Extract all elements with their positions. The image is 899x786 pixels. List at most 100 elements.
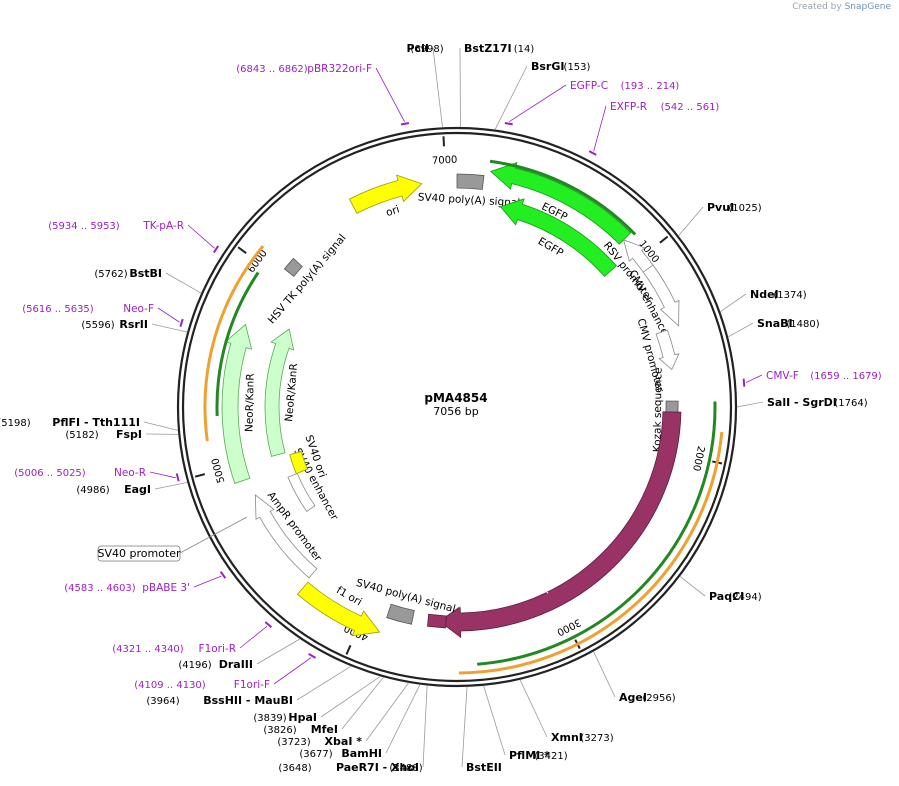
site-position: (153) — [564, 62, 591, 73]
primer-name: Neo-F — [123, 303, 154, 315]
tick-label-5000: 5000 — [210, 457, 227, 484]
site-leader — [593, 651, 616, 698]
feature-label: SV40 NLS — [413, 594, 465, 611]
site-position: (3723) — [277, 737, 310, 748]
feature-ampr-promoter: AmpR promoter — [254, 489, 324, 579]
site-position: (3421) — [534, 751, 567, 762]
primer-leader — [149, 471, 176, 479]
feature-arc — [456, 173, 485, 190]
feature-arc — [254, 494, 318, 579]
site-name: PflMI * — [509, 749, 550, 762]
site-bsteii: BstEII(3488) — [389, 686, 502, 774]
site-name: FspI — [116, 428, 142, 441]
site-name: XbaI * — [325, 735, 363, 748]
site-hpai: HpaI(3839) — [253, 676, 381, 724]
site-leader — [151, 323, 188, 333]
snapgene-logo-text: SnapGene — [844, 2, 891, 12]
site-name: BsrGI — [531, 60, 564, 73]
site-position: (3826) — [263, 725, 296, 736]
feature-arc — [438, 411, 682, 639]
primer-range: (1659 .. 1679) — [810, 371, 882, 382]
site-mfei: MfeI(3826) — [263, 676, 384, 736]
snapgene-credit: Created by SnapGene — [792, 2, 891, 12]
site-position: (6998) — [410, 44, 443, 55]
primer-mark — [213, 245, 220, 254]
site-name: DraIII — [219, 658, 253, 671]
site-leader — [296, 665, 352, 701]
site-name: SnaBI — [757, 317, 793, 330]
primer-leader — [187, 224, 215, 249]
tick-4000 — [345, 644, 352, 655]
feature-sv40-poly-a-signal: SV40 poly(A) signal — [417, 173, 521, 209]
primer-mark — [400, 122, 410, 126]
sv40-promoter-label: SV40 promoter — [97, 547, 181, 560]
site-bamhi: BamHI(3677) — [299, 684, 421, 760]
primer-annotations: pBR322ori-F(6843 .. 6862)EGFP-C(193 .. 2… — [14, 63, 882, 691]
site-name: PciI — [407, 42, 429, 55]
plasmid-length: 7056 bp — [433, 405, 478, 418]
site-leader — [679, 576, 706, 597]
primer-range: (6843 .. 6862) — [236, 64, 308, 75]
site-name: PaeR7I - XhoI — [336, 761, 419, 774]
primer-leader — [375, 67, 405, 122]
primer-name: Neo-R — [114, 467, 146, 479]
annotation-arc — [215, 271, 260, 417]
site-leader — [678, 206, 704, 237]
site-name: BstEII — [466, 761, 502, 774]
site-name: EagI — [124, 483, 151, 496]
primer-name: pBABE 3' — [142, 582, 190, 594]
site-fspi: FspI(5182) — [65, 428, 179, 441]
site-leader — [256, 638, 301, 665]
site-name: NdeI — [750, 288, 779, 301]
backbone-outer-ring — [176, 126, 738, 688]
primer-range: (5934 .. 5953) — [48, 221, 120, 232]
site-eagi: EagI(4986) — [76, 481, 188, 496]
primer-range: (193 .. 214) — [621, 81, 680, 92]
annotation-arc — [477, 401, 717, 666]
feature-label: SV40 poly(A) signal — [417, 191, 520, 209]
site-position: (3964) — [146, 696, 179, 707]
tick-5000 — [194, 473, 206, 478]
site-leader — [320, 676, 381, 718]
tick-label-7000: 7000 — [432, 155, 458, 167]
site-position: (3677) — [299, 749, 332, 760]
primer-range: (4109 .. 4130) — [134, 680, 206, 691]
feature-arc — [386, 603, 415, 625]
primer-name: pBR322ori-F — [307, 63, 372, 75]
primer-name: F1ori-F — [234, 679, 270, 691]
primer-leader — [193, 575, 222, 588]
site-position: (2494) — [728, 592, 761, 603]
primer-name: CMV-F — [766, 370, 799, 382]
site-position: (2956) — [642, 693, 675, 704]
primer-cmv-f: CMV-F (1659 .. 1679) — [742, 370, 882, 387]
feature-ori: ori — [348, 174, 423, 219]
primer-leader — [593, 105, 607, 152]
primer-name: EXFP-R — [610, 101, 647, 113]
restriction-sites: PciI(6998)BstZ17I(14)BsrGI(153)PvuI(1025… — [0, 42, 868, 774]
site-name: PvuI — [707, 201, 734, 214]
site-position: (5198) — [0, 418, 31, 429]
primer-mark — [504, 121, 513, 126]
site-xmni: XmnI(3273) — [519, 679, 614, 744]
feature-arc — [642, 264, 680, 327]
site-leader — [736, 401, 764, 408]
primer-mark — [308, 653, 317, 659]
site-sali-sgrdi: SalI - SgrDI(1764) — [736, 396, 868, 409]
primer-exfp-r: EXFP-R(542 .. 561) — [588, 101, 719, 156]
site-bsrgi: BsrGI(153) — [494, 60, 591, 130]
site-bsshii-maubi: BssHII - MauBI (3964) — [146, 665, 352, 707]
site-draiii: DraIII (4196) — [178, 638, 301, 671]
site-leader — [154, 481, 188, 490]
primer-pbr322ori-f: pBR322ori-F(6843 .. 6862) — [236, 63, 410, 126]
site-position: (4196) — [178, 660, 211, 671]
site-leader — [422, 685, 428, 768]
sv40-promoter-callout: SV40 promoter — [97, 516, 248, 562]
site-name: BssHII - MauBI — [203, 694, 293, 707]
site-pcii: PciI(6998) — [407, 42, 444, 128]
feature-neor-kanr: NeoR/KanR — [221, 323, 257, 484]
feature-phage-c31-integrase: phage φC31 integrase — [438, 411, 682, 639]
primer-neo-r: Neo-R(5006 .. 5025) — [14, 467, 180, 482]
primer-mark — [264, 621, 273, 629]
feature-arc — [264, 328, 295, 457]
